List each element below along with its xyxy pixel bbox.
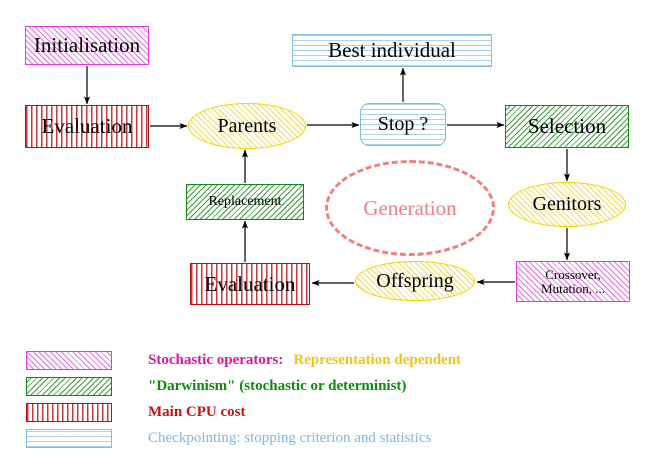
- node-replacement[interactable]: Replacement: [186, 184, 304, 220]
- legend-label-stochastic-operators: Stochastic operators: Representation depe…: [148, 352, 461, 369]
- node-selection[interactable]: Selection: [505, 105, 629, 148]
- legend-label-checkpointing: Checkpointing: stopping criterion and st…: [148, 430, 432, 446]
- node-evaluation-bottom[interactable]: Evaluation: [190, 263, 310, 305]
- legend: Stochastic operators: Representation depe…: [0, 345, 662, 471]
- node-genitors[interactable]: Genitors: [508, 182, 626, 227]
- legend-label-text: Stochastic operators:: [148, 352, 284, 368]
- node-evaluation-top[interactable]: Evaluation: [25, 105, 149, 148]
- legend-row-checkpointing: Checkpointing: stopping criterion and st…: [26, 428, 431, 449]
- legend-swatch-red-vertical: [26, 403, 112, 422]
- legend-row-main-cpu-cost: Main CPU cost: [26, 402, 246, 423]
- legend-value-text: Representation dependent: [293, 352, 462, 368]
- node-offspring[interactable]: Offspring: [355, 261, 475, 301]
- node-stop-condition[interactable]: Stop ?: [360, 103, 446, 146]
- legend-swatch-green-hatch: [26, 377, 112, 396]
- legend-label-main-cpu-cost: Main CPU cost: [148, 404, 246, 420]
- legend-row-stochastic-operators: Stochastic operators: Representation depe…: [26, 350, 461, 371]
- legend-label-darwinism: "Darwinism" (stochastic or determinist): [148, 378, 407, 394]
- legend-row-darwinism: "Darwinism" (stochastic or determinist): [26, 376, 406, 397]
- node-parents[interactable]: Parents: [188, 103, 306, 149]
- node-crossover-mutation[interactable]: Crossover, Mutation, ...: [516, 261, 630, 302]
- node-generation-loop: Generation: [325, 160, 495, 256]
- legend-swatch-blue-horizontal: [26, 429, 112, 448]
- legend-swatch-magenta-hatch: [26, 351, 112, 370]
- node-initialisation[interactable]: Initialisation: [25, 26, 149, 65]
- node-best-individual[interactable]: Best individual: [292, 34, 492, 67]
